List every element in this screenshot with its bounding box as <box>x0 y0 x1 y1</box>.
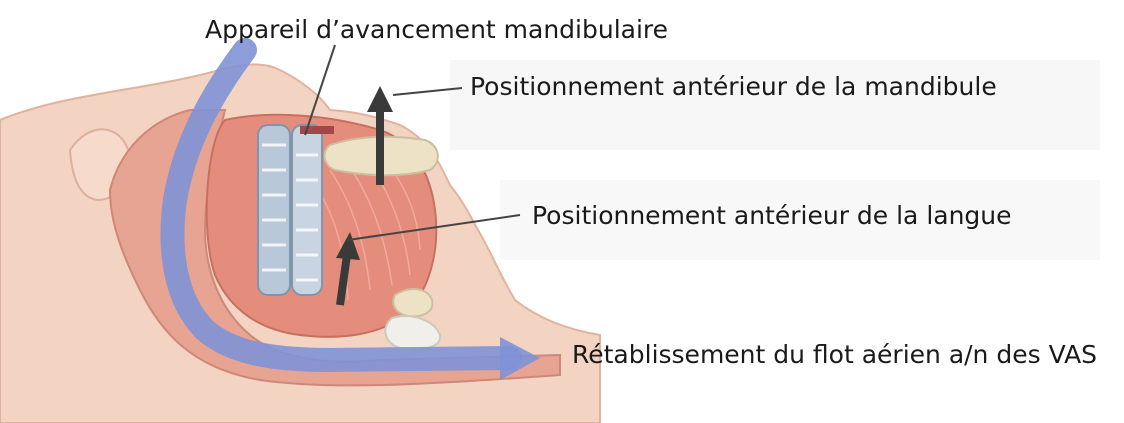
label-mandible-forward: Positionnement antérieur de la mandibule <box>470 74 997 99</box>
mandible-up-arrowhead <box>367 86 393 112</box>
hyoid-bone <box>393 289 432 316</box>
label-tongue-forward: Positionnement antérieur de la langue <box>532 203 1012 228</box>
label-appliance: Appareil d’avancement mandibulaire <box>205 17 668 42</box>
mandibular-advancement-appliance <box>258 125 334 295</box>
label-airflow: Rétablissement du flot aérien a/n des VA… <box>572 342 1097 367</box>
